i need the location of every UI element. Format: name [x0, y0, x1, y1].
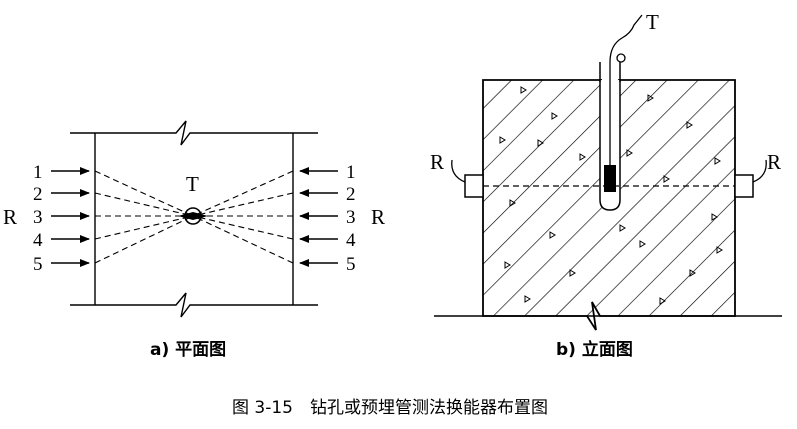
panel-b-elevation-view: T R R b) 立面图 — [430, 10, 782, 360]
plan-left-number-1: 1 — [33, 162, 43, 183]
panel-a-plan-view: T 1 2 3 4 5 1 2 3 4 — [3, 120, 385, 360]
transmitter-cable — [609, 14, 643, 165]
panel-b-caption: b) 立面图 — [556, 339, 633, 360]
plan-bottom-wall-line — [70, 292, 318, 318]
plan-left-number-3: 3 — [33, 207, 43, 228]
plan-right-number-5: 5 — [346, 254, 356, 275]
plan-receiver-label-left: R — [3, 205, 17, 229]
plan-right-number-4: 4 — [346, 230, 356, 251]
plan-left-receiver-arrows — [51, 167, 90, 267]
plan-transmitter-label: T — [186, 172, 199, 196]
plan-receiver-label-right: R — [371, 205, 385, 229]
cable-loop — [616, 53, 626, 63]
plan-right-position-numbers: 1 2 3 4 5 — [346, 162, 356, 275]
figure-caption: 图 3-15 钻孔或预埋管测法换能器布置图 — [232, 398, 548, 418]
elevation-transmitter-label: T — [646, 10, 659, 34]
elevation-transmitter-probe — [604, 165, 616, 192]
elevation-receiver-right — [734, 174, 754, 198]
plan-right-receiver-arrows — [299, 167, 338, 267]
plan-ray-paths-left — [94, 170, 194, 264]
elevation-receiver-left — [464, 174, 484, 198]
plan-ray-convergence-mark — [178, 212, 208, 220]
plan-left-number-5: 5 — [33, 254, 43, 275]
plan-ray-paths-right — [192, 170, 294, 264]
plan-left-number-4: 4 — [33, 230, 43, 251]
plan-left-position-numbers: 1 2 3 4 5 — [33, 162, 43, 275]
plan-left-number-2: 2 — [33, 184, 43, 205]
plan-right-number-3: 3 — [346, 207, 356, 228]
panel-a-caption: a) 平面图 — [150, 340, 226, 360]
receiver-left-cable — [451, 159, 466, 183]
elevation-receiver-label-right: R — [767, 150, 781, 174]
plan-right-number-1: 1 — [346, 162, 356, 183]
plan-top-wall-line — [70, 120, 318, 146]
elevation-receiver-label-left: R — [430, 150, 444, 174]
elevation-aggregate-marks — [499, 86, 723, 305]
receiver-right-cable — [752, 159, 767, 183]
plan-right-number-2: 2 — [346, 184, 356, 205]
